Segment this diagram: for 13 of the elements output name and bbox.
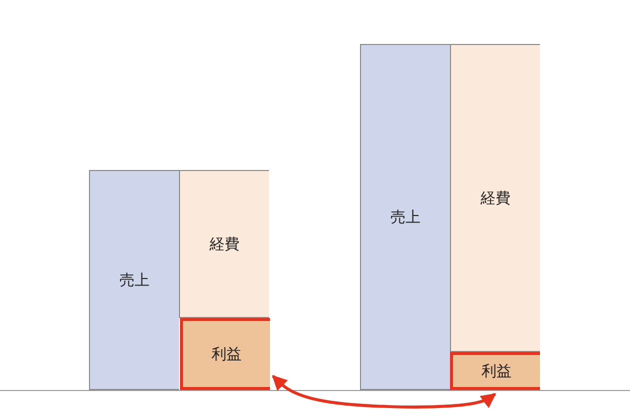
segment-label: 経費 bbox=[480, 188, 510, 208]
bar-segment bbox=[180, 318, 270, 390]
segment-label: 売上 bbox=[390, 208, 420, 226]
segment-label: 売上 bbox=[120, 270, 150, 290]
segment-label: 利益 bbox=[482, 362, 512, 380]
bar-segment bbox=[89, 170, 179, 390]
segment-label: 利益 bbox=[212, 344, 242, 364]
bar-segment bbox=[450, 44, 540, 352]
bar-segment bbox=[179, 170, 269, 318]
double-arrow bbox=[272, 374, 496, 408]
bar-segment bbox=[360, 44, 450, 390]
segment-label: 経費 bbox=[210, 234, 240, 254]
bar-segment bbox=[450, 352, 540, 390]
